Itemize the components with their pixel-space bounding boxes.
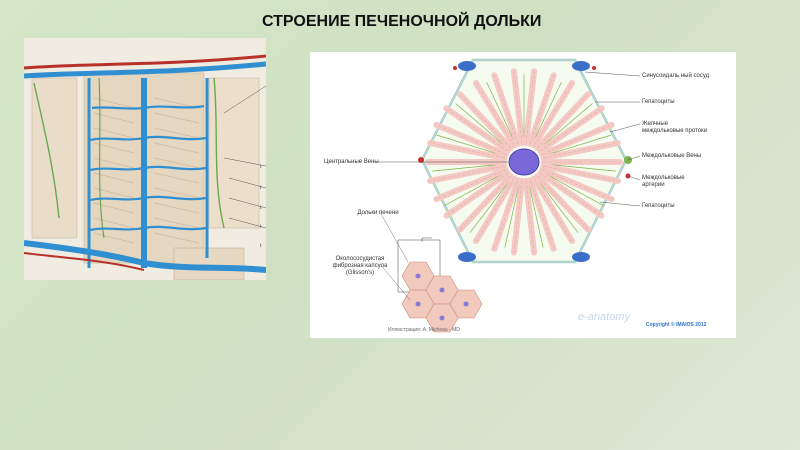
sinusoid-line [513,71,523,144]
label-liver-lobules: Дольки печени [357,210,399,216]
sinusoid-line [529,75,554,145]
mini-lobules [379,211,483,333]
sinusoid-line [430,165,505,182]
sinusoid-line [430,142,505,159]
sinusoid-line [542,124,612,155]
hepatocyte-cords [425,68,623,256]
bile-canaliculus [537,180,579,233]
bile-canaliculus [544,173,604,207]
sinusoid-line [494,179,519,249]
sinusoid-line [525,180,535,253]
sinusoid-line [475,178,515,242]
sinusoid-line [543,142,618,159]
bile-canaliculus [444,173,504,207]
vessel-network-svg [24,38,266,280]
bile-canaliculus [455,103,507,148]
label-hepatocytes-bottom: Гепатоциты [642,203,675,209]
label-central-veins: Центральные Вены [324,159,379,165]
label-bile-ducts: Желчные междольковые протоки [642,121,708,134]
leader-mark-4: ı [260,224,262,230]
sinusoid-line [537,94,589,149]
sinusoid-line [446,108,508,152]
central-vein-icon [508,148,540,176]
lobule-svg [378,58,641,333]
sinusoid-line [540,108,602,152]
brand-watermark: e-anatomy [578,311,630,323]
bile-canaliculus [469,180,511,233]
sinusoid-line [529,179,554,249]
slide-title: СТРОЕНИЕ ПЕЧЕНОЧНОЙ ДОЛЬКИ [262,13,542,30]
bile-canaliculus [547,164,616,172]
vessel-network-illustration: ı ı ı ı ı [24,38,266,280]
leader-mark-2: ı [260,185,262,191]
sinusoid-line [542,169,612,200]
label-interlobular-veins: Междольковые Вены [642,153,702,159]
sinusoid-line [537,175,589,230]
hexagon-lobule-diagram: Синусоидаль ный сосуд Гепатоциты Желчные… [310,52,736,338]
bile-canaliculus [486,82,515,142]
sinusoid-line [543,165,618,182]
label-interlobular-arteries: Междольковые артерии [642,175,685,188]
sinusoid-line [513,180,523,253]
sinusoid-line [533,178,573,242]
sinusoid-line [459,94,511,149]
bile-canaliculus [504,184,520,248]
bile-canaliculus [533,82,562,142]
sinusoid-line [525,71,535,144]
sinusoid-line [475,82,515,146]
bile-canaliculus [528,184,544,248]
sinusoid-line [436,124,506,155]
leader-mark-3: ı [260,205,262,211]
bile-canaliculus [436,134,502,156]
sinusoid-line [446,172,508,216]
sinusoid-line [459,175,511,230]
label-sinusoid: Синусоидаль ный сосуд [642,73,710,79]
footer-credit: Иллюстрация: A. Micheau - MD [388,327,460,333]
bile-canaliculus [432,164,501,172]
leader-mark-1: ı [260,164,262,170]
copyright-notice: Copyright © IMAIOS 2012 [646,322,707,328]
sinusoid-line [436,169,506,200]
sinusoid-line [533,82,573,146]
label-glisson-capsule: Околососудистая фиброзная капсула (Gliss… [332,256,388,276]
sinusoid-line [540,172,602,216]
portal-triads [418,61,632,262]
label-hepatocytes-top: Гепатоциты [642,99,675,105]
bile-canaliculus [546,134,612,156]
leader-mark-5: ı [260,243,262,249]
bile-canaliculus [541,103,593,148]
sinusoid-line [494,75,519,145]
